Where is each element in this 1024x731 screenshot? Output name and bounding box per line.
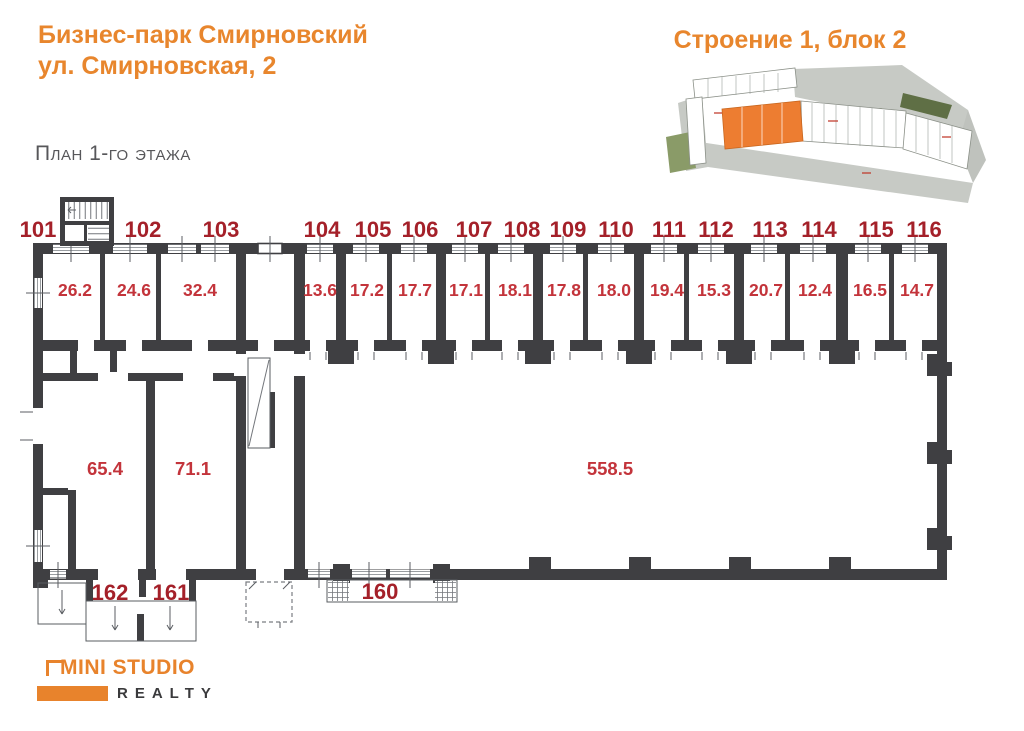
room-number-106: 106 [402, 217, 439, 242]
staircases [37, 197, 458, 642]
logo-sub-text: REALTY [117, 685, 218, 702]
room-area-114: 12.4 [798, 280, 832, 300]
room-area-116: 14.7 [900, 280, 934, 300]
room-area-105: 17.2 [350, 280, 384, 300]
entrance-number-162: 162 [92, 580, 129, 605]
entrance-number-160: 160 [362, 579, 399, 604]
project-title-line2: ул. Смирновская, 2 [38, 52, 277, 80]
room-number-101: 101 [20, 217, 57, 242]
building-label: Строение 1, блок 2 [673, 26, 907, 54]
room-number-105: 105 [355, 217, 392, 242]
entrance-porch [245, 581, 293, 628]
room-number-110: 110 [598, 217, 634, 242]
open-space-area-711: 71.1 [175, 458, 211, 479]
site-building-room-lines [707, 73, 953, 163]
stair-exterior-wide [85, 600, 197, 642]
room-number-115: 115 [858, 217, 894, 242]
room-number-111: 111 [652, 217, 686, 242]
stair-exterior-left [37, 582, 87, 625]
site-buildings [685, 67, 973, 170]
stair-interior [247, 357, 271, 449]
logo-brand-text: MINI STUDIO [60, 656, 195, 679]
room-number-103: 103 [203, 217, 240, 242]
room-area-103: 32.4 [183, 280, 217, 300]
room-area-113: 20.7 [749, 280, 783, 300]
entrance-number-161: 161 [153, 580, 190, 605]
window-ticks [20, 236, 923, 588]
room-area-106: 17.7 [398, 280, 432, 300]
room-area-111: 19.4 [650, 280, 684, 300]
room-area-102: 24.6 [117, 280, 151, 300]
page-title: Бизнес-парк Смирновский ул. Смирновская,… [38, 20, 368, 82]
room-area-104: 13.6 [303, 280, 337, 300]
open-space-area-654: 65.4 [87, 458, 124, 479]
room-number-113: 113 [752, 217, 788, 242]
site-highlight-block [721, 100, 804, 150]
site-red-marks [714, 112, 951, 174]
room-number-114: 114 [801, 217, 837, 242]
logo: MINI STUDIO REALTY [37, 656, 267, 702]
door-openings [33, 339, 922, 580]
room-number-108: 108 [504, 217, 541, 242]
project-title-line1: Бизнес-парк Смирновский [38, 21, 368, 49]
room-area-109: 17.8 [547, 280, 581, 300]
room-area-107: 17.1 [449, 280, 483, 300]
room-number-102: 102 [125, 217, 162, 242]
stair-block-topleft [60, 197, 114, 246]
room-number-109: 109 [550, 217, 587, 242]
floor-label: План 1-го этажа [35, 142, 191, 165]
room-number-112: 112 [698, 217, 734, 242]
entrance-numbers: 162 161 160 [92, 579, 399, 605]
open-space-areas: 65.4 71.1 558.5 [87, 458, 633, 479]
room-area-115: 16.5 [853, 280, 887, 300]
room-number-104: 104 [304, 217, 341, 242]
logo-corner-mark [46, 660, 62, 676]
room-areas: 26.2 24.6 32.4 13.6 17.2 17.7 17.1 18.1 … [58, 280, 934, 300]
room-area-101: 26.2 [58, 280, 92, 300]
site-plan-thumbnail [666, 65, 986, 203]
walls [33, 243, 952, 641]
room-number-116: 116 [906, 217, 942, 242]
room-area-112: 15.3 [697, 280, 731, 300]
open-space-area-5585: 558.5 [587, 458, 633, 479]
vestibule-160 [326, 579, 458, 603]
room-area-108: 18.1 [498, 280, 532, 300]
logo-bar [37, 686, 108, 701]
room-area-110: 18.0 [597, 280, 631, 300]
room-numbers: 101 102 103 104 105 106 107 108 109 110 … [20, 217, 942, 242]
room-number-107: 107 [456, 217, 493, 242]
